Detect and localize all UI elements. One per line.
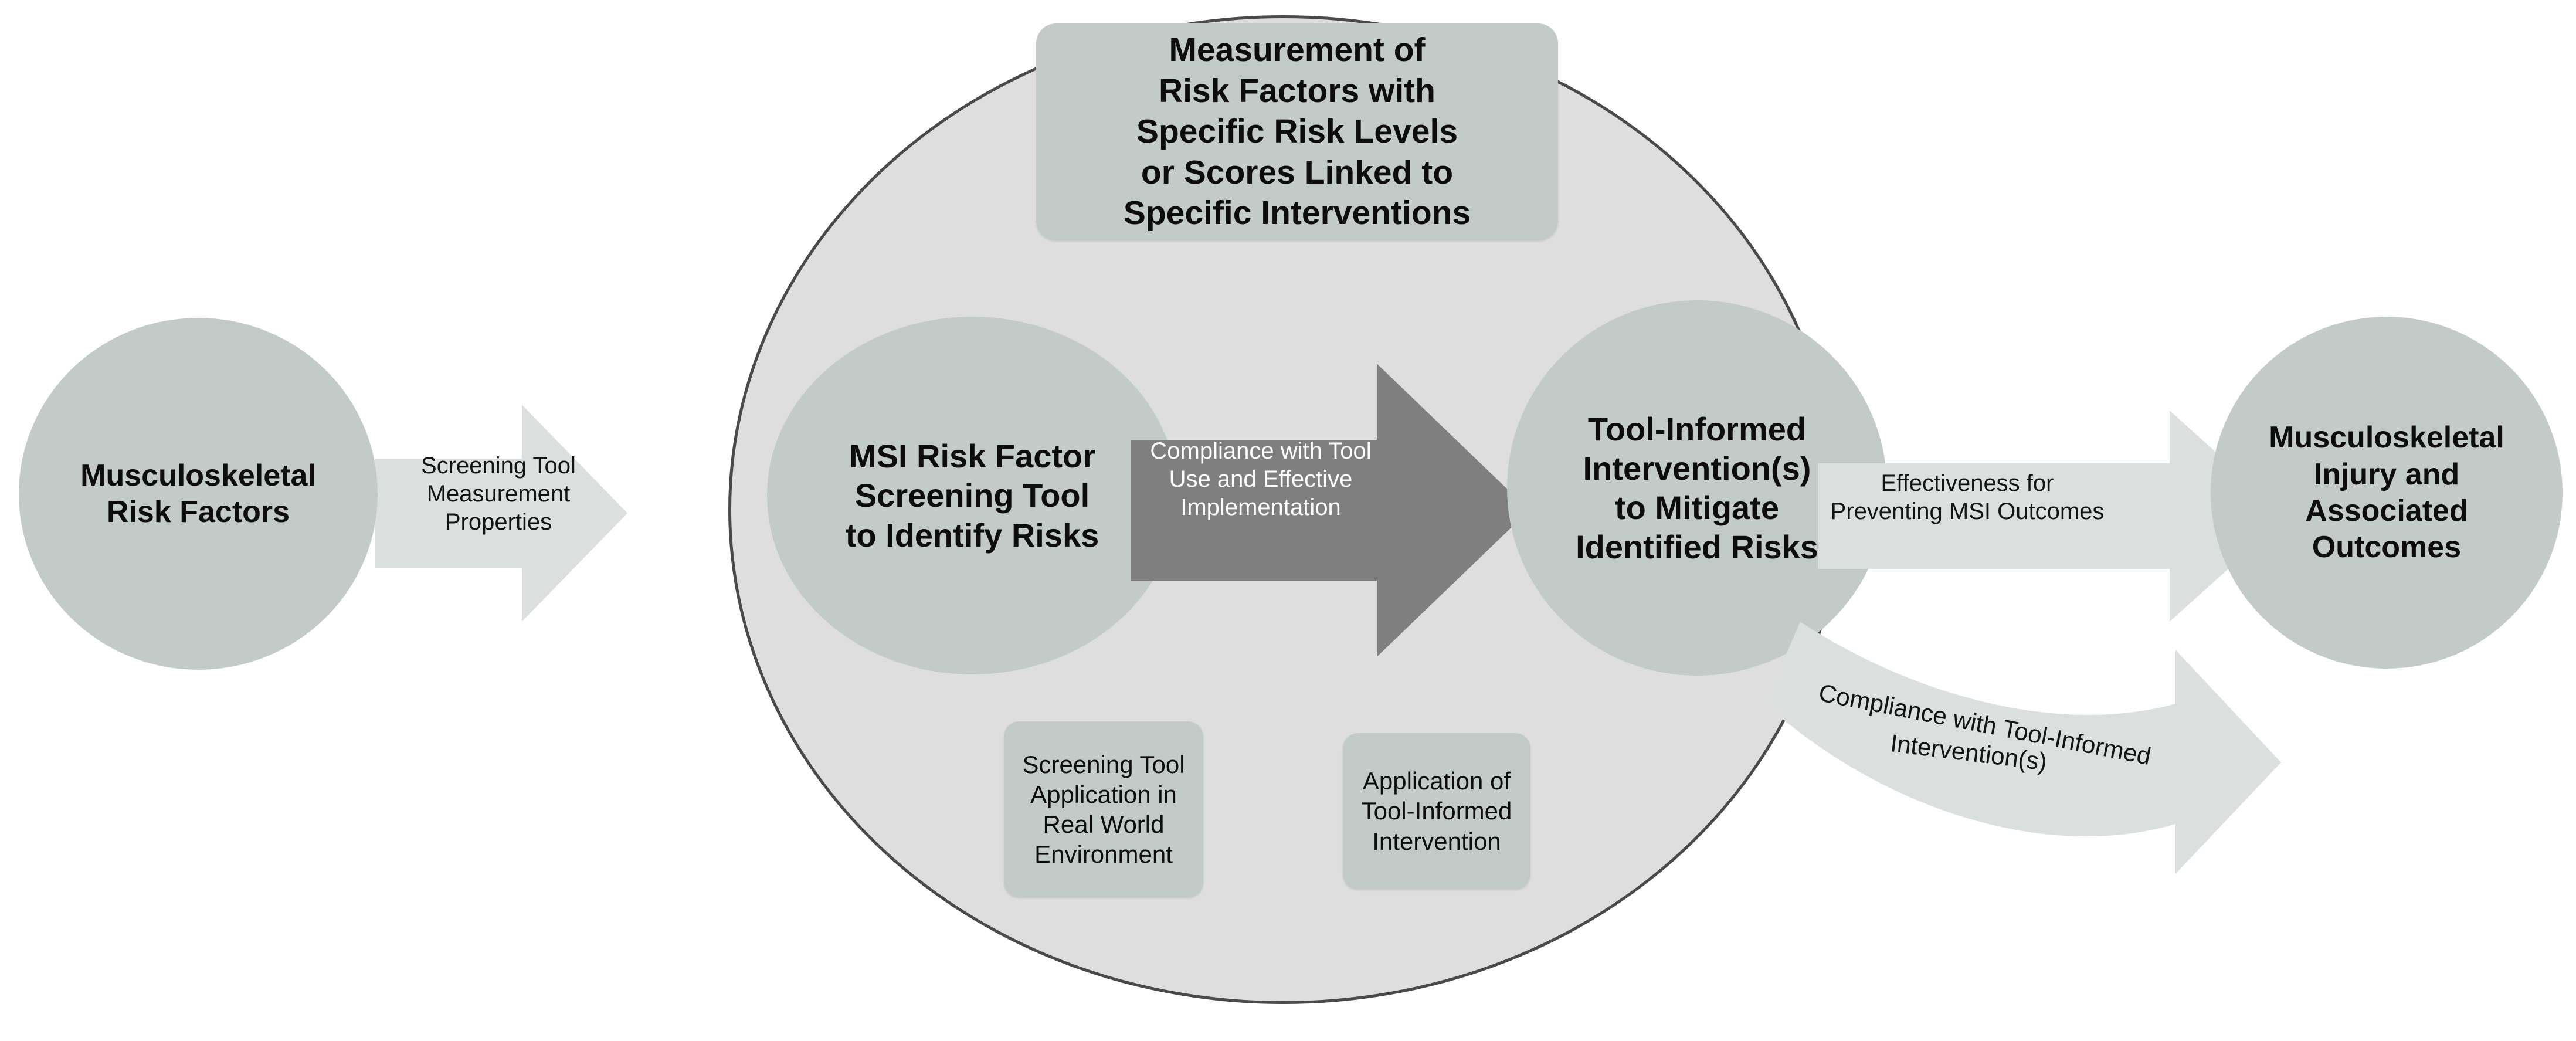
arrow-compliance-with-tool-informed-intervention [1765, 622, 2281, 874]
node-label-musculoskeletal-risk-factors: Musculoskeletal Risk Factors [80, 458, 316, 529]
box-measurement-of-risk-factors[interactable]: Measurement of Risk Factors with Specifi… [1036, 23, 1558, 240]
node-musculoskeletal-injury-outcomes[interactable]: Musculoskeletal Injury and Associated Ou… [2211, 317, 2563, 669]
box-label-screening-tool-application-real-world: Screening Tool Application in Real World… [1022, 750, 1185, 869]
box-label-measurement-of-risk-factors: Measurement of Risk Factors with Specifi… [1123, 31, 1471, 232]
node-msi-risk-factor-screening-tool[interactable]: MSI Risk Factor Screening Tool to Identi… [767, 317, 1177, 674]
node-label-msi-risk-factor-screening-tool: MSI Risk Factor Screening Tool to Identi… [845, 438, 1099, 554]
box-application-of-tool-informed-intervention[interactable]: Application of Tool-Informed Interventio… [1343, 733, 1530, 889]
arrow-label-line-2: Intervention(s) [1889, 728, 2049, 776]
box-screening-tool-application-real-world[interactable]: Screening Tool Application in Real World… [1004, 721, 1203, 897]
box-label-application-of-tool-informed-intervention: Application of Tool-Informed Interventio… [1361, 767, 1512, 855]
arrow-screening-tool-properties [375, 405, 627, 622]
arrow-label-compliance-with-tool-informed-intervention: Compliance with Tool-Informed Interventi… [1763, 641, 2200, 837]
node-label-musculoskeletal-injury-outcomes: Musculoskeletal Injury and Associated Ou… [2269, 421, 2504, 565]
node-tool-informed-interventions[interactable]: Tool-Informed Intervention(s) to Mitigat… [1507, 300, 1887, 676]
arrow-label-line-1: Compliance with Tool-Informed [1816, 679, 2154, 771]
node-label-tool-informed-interventions: Tool-Informed Intervention(s) to Mitigat… [1576, 410, 1818, 566]
arrow-label-screening-tool-properties: Screening Tool Measurement Properties [421, 453, 576, 535]
node-musculoskeletal-risk-factors[interactable]: Musculoskeletal Risk Factors [19, 318, 378, 670]
